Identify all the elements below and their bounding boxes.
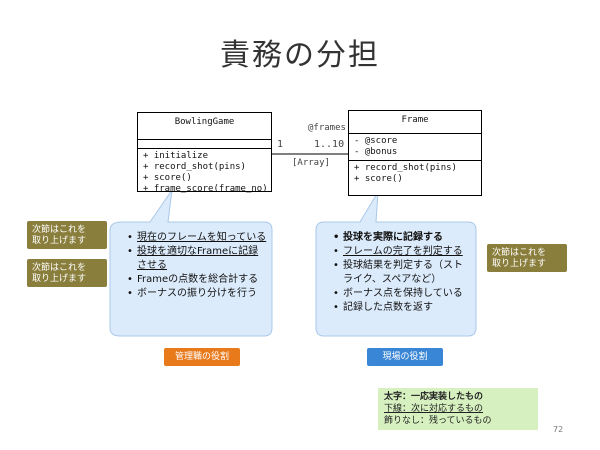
list-item: ボーナス点を保持している — [333, 287, 471, 301]
attribute-row: - @score — [354, 136, 398, 146]
legend-box: 太字：一応実装したもの 下線：次に対応するもの 飾りなし：残っているもの — [378, 388, 538, 430]
method-row: + score() — [143, 173, 192, 183]
method-row: + initialize — [143, 151, 209, 161]
bowling-game-attributes — [138, 139, 271, 148]
method-row: + frame_score(frame_no) — [143, 184, 268, 194]
method-row: + score() — [354, 174, 403, 184]
legend-underline-line: 下線：次に対応するもの — [384, 404, 484, 414]
manager-role-label: 管理職の役割 — [164, 348, 240, 366]
list-item: ボーナスの振り分けを行う — [127, 287, 267, 301]
page-title: 責務の分担 — [220, 38, 380, 73]
legend-bold-line: 太字：一応実装したもの — [384, 392, 484, 402]
legend-plain-line: 飾りなし：残っているもの — [384, 416, 492, 426]
frame-attributes: - @score - @bonus — [349, 133, 481, 160]
frame-methods: + record_shot(pins) + score() — [349, 160, 481, 187]
note-callout-right-1: 次節はこれを 取り上げます — [487, 244, 567, 272]
bowling-game-class-name: BowlingGame — [174, 117, 235, 127]
page-number: 72 — [553, 425, 564, 434]
association-left-multiplicity: 1 — [277, 139, 284, 150]
list-item: 投球結果を判定する（ストライク、スペアなど） — [333, 259, 471, 287]
list-item: 記録した点数を返す — [333, 301, 471, 315]
note-callout-left-1: 次節はこれを 取り上げます — [27, 221, 107, 249]
list-item: 投球を適切なFrameに記録させる — [127, 245, 267, 273]
list-item: 投球を実際に記録する — [333, 231, 471, 245]
association-type: [Array] — [292, 158, 330, 168]
method-row: + record_shot(pins) — [354, 163, 457, 173]
bowling-game-methods: + initialize + record_shot(pins) + score… — [138, 148, 271, 197]
right-bubble-text: 投球を実際に記録する フレームの完了を判定する 投球結果を判定する（ストライク、… — [331, 231, 471, 315]
list-item: フレームの完了を判定する — [333, 245, 471, 259]
frame-class-name: Frame — [401, 115, 429, 125]
method-row: + record_shot(pins) — [143, 162, 246, 172]
note-callout-left-2: 次節はこれを 取り上げます — [27, 259, 107, 287]
frame-class: Frame - @score - @bonus + record_shot(pi… — [348, 110, 482, 196]
left-bubble-text: 現在のフレームを知っている 投球を適切なFrameに記録させる Frameの点数… — [125, 231, 267, 301]
list-item: 現在のフレームを知っている — [127, 231, 267, 245]
association-right-multiplicity: 1..10 — [314, 139, 345, 150]
association-role: @frames — [308, 123, 346, 133]
list-item: Frameの点数を総合計する — [127, 273, 267, 287]
attribute-row: - @bonus — [354, 147, 398, 157]
bowling-game-class: BowlingGame + initialize + record_shot(p… — [137, 112, 272, 194]
field-role-label: 現場の役割 — [367, 348, 443, 366]
